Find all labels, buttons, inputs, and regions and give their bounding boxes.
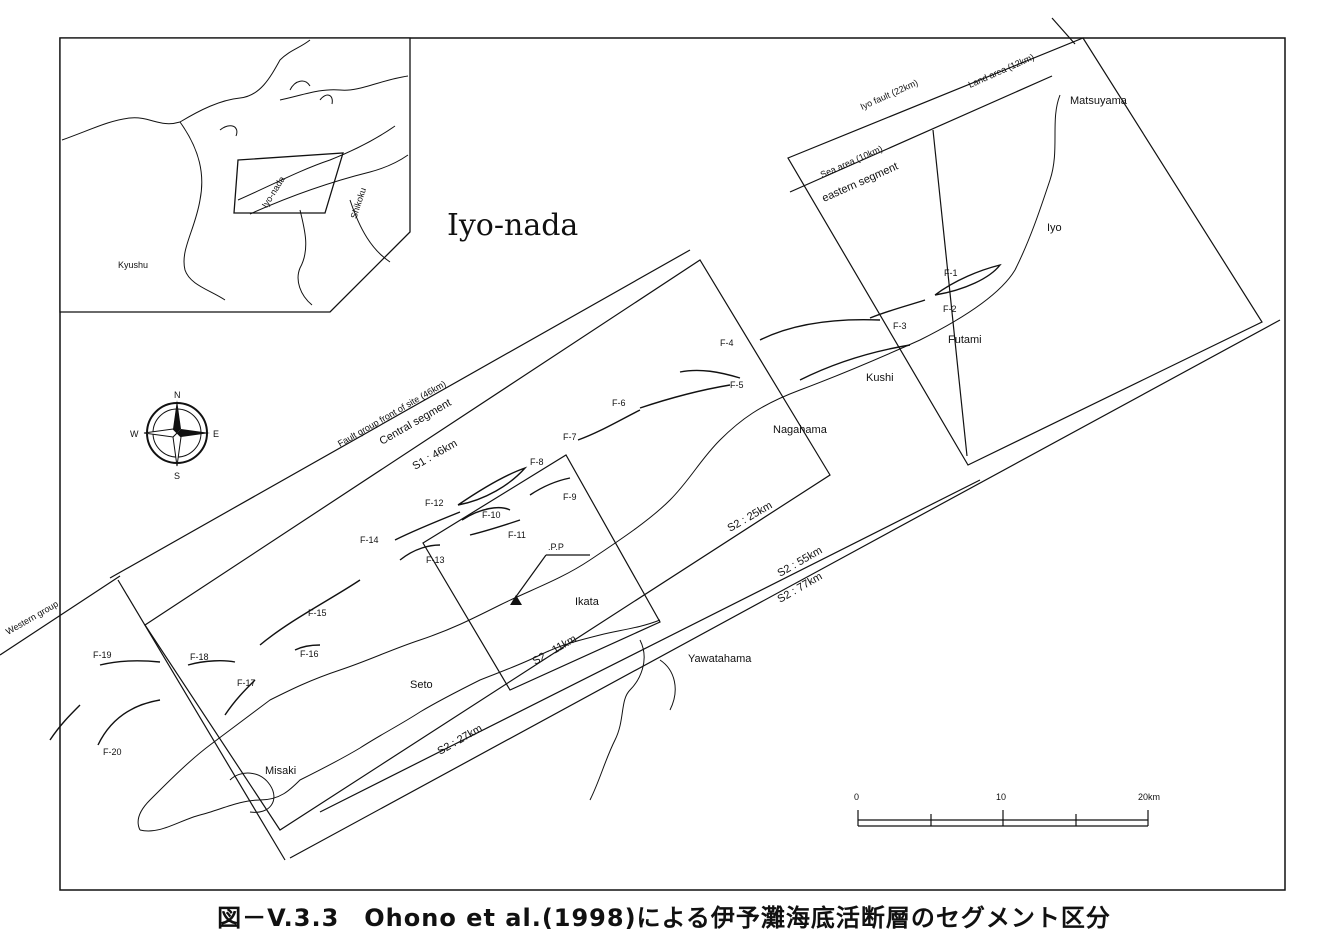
figure-caption: 図－V.3.3 Ohono et al.(1998)による伊予灘海底活断層のセグ…: [217, 904, 1111, 932]
fault-label: F-14: [360, 535, 379, 545]
map-title: Iyo-nada: [447, 208, 578, 243]
fault-label: F-2: [943, 304, 957, 314]
fault-labels: F-1 F-2 F-3 F-4 F-5 F-6 F-7 F-8 F-9 F-10…: [93, 268, 958, 757]
compass-rose-icon: N S E W: [130, 390, 219, 481]
scale-20: 20km: [1138, 792, 1160, 802]
segment-land-area: Land area (12km): [967, 52, 1036, 90]
inset-map: Iyo-nada Shikoku Kyushu: [59, 37, 411, 313]
scale-0: 0: [854, 792, 859, 802]
compass-w: W: [130, 429, 139, 439]
fault-label: F-6: [612, 398, 626, 408]
place-seto: Seto: [410, 679, 433, 691]
compass-n: N: [174, 390, 181, 400]
fault-label: F-19: [93, 650, 112, 660]
fault-label: F-9: [563, 492, 577, 502]
place-ikata: Ikata: [575, 596, 600, 608]
fault-label: F-18: [190, 652, 209, 662]
fault-label: F-3: [893, 321, 907, 331]
fault-label: F-20: [103, 747, 122, 757]
fault-label: F-5: [730, 380, 744, 390]
scale-bar: 0 10 20km: [854, 792, 1160, 827]
segment-s2-25: S2 : 25km: [726, 499, 775, 534]
pp-marker-icon: [510, 595, 522, 605]
place-iyo: Iyo: [1047, 222, 1062, 234]
compass-s: S: [174, 471, 180, 481]
fault-label: F-12: [425, 498, 444, 508]
segment-s2-27: S2 : 27km: [436, 722, 485, 757]
fault-traces: [49, 263, 1002, 746]
fault-label: F-10: [482, 510, 501, 520]
segment-s1: S1 : 46km: [411, 437, 460, 472]
fault-label: F-11: [508, 530, 526, 540]
place-futami: Futami: [948, 334, 982, 346]
place-nagahama: Nagahama: [773, 424, 828, 436]
fault-label: F-15: [308, 608, 327, 618]
place-names: Matsuyama Iyo Futami Kushi Nagahama Ikat…: [265, 95, 1128, 777]
compass-e: E: [213, 429, 219, 439]
inset-label-kyushu: Kyushu: [118, 260, 148, 270]
segment-western: Western group: [4, 599, 60, 637]
fault-label: F-1: [944, 268, 958, 278]
place-kushi: Kushi: [866, 372, 894, 384]
fault-label: F-7: [563, 432, 577, 442]
coastline: [137, 94, 1061, 832]
place-misaki: Misaki: [265, 765, 296, 777]
segment-boxes: [0, 17, 1281, 861]
fault-label: F-16: [300, 649, 319, 659]
fault-label: F-13: [426, 555, 445, 565]
place-pp: .P.P: [548, 542, 564, 552]
place-yawatahama: Yawatahama: [688, 653, 752, 665]
segment-iyo-fault: Iyo fault (22km): [859, 77, 920, 111]
fault-label: F-8: [530, 457, 544, 467]
scale-10: 10: [996, 792, 1006, 802]
map-frame: [59, 37, 1286, 891]
fault-label: F-4: [720, 338, 734, 348]
fault-label: F-17: [237, 678, 256, 688]
place-matsuyama: Matsuyama: [1070, 95, 1128, 107]
